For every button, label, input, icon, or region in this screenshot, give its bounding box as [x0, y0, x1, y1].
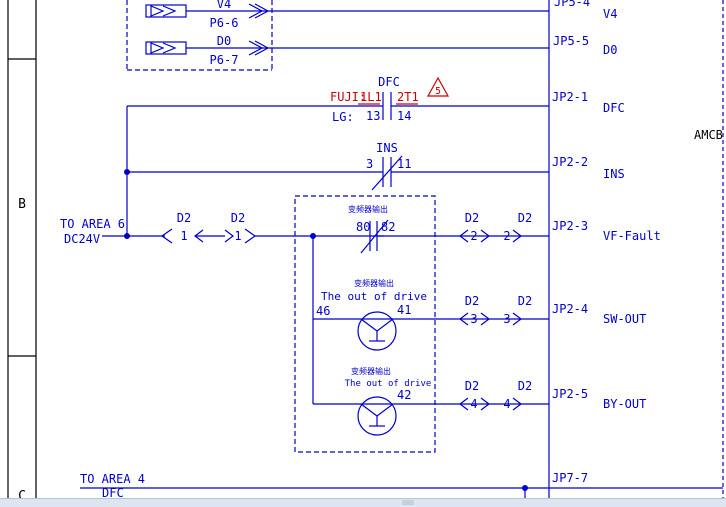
jp5-5-label: JP5-5	[553, 34, 589, 48]
area6-line2: DC24V	[64, 232, 100, 246]
jp5-4-label: JP5-4	[554, 0, 590, 9]
by-out-output: BY-OUT	[603, 397, 646, 411]
area4-line2: DFC	[102, 486, 124, 498]
horizontal-scrollbar[interactable]	[0, 498, 726, 507]
sw-right: 41	[397, 303, 411, 317]
area6-line1: TO AREA 6	[60, 217, 125, 231]
zone-row-c: C	[18, 489, 26, 498]
out1-right-connector: D2	[518, 211, 532, 225]
revision-triangle-icon: 5	[426, 76, 450, 97]
d2-pin-right: 1	[234, 229, 241, 243]
dfc-left-fuji: 1L1	[360, 90, 382, 104]
out1-left-connector: D2	[465, 211, 479, 225]
output-row-by-out: D2 4 D2 4 JP2-5 BY-OUT	[459, 379, 646, 411]
out1-left-pin: 2	[470, 229, 477, 243]
transistor-icon	[357, 396, 397, 436]
jp2-5-label: JP2-5	[552, 387, 588, 401]
transistor-icon	[357, 311, 397, 351]
out2-left-pin: 3	[470, 312, 477, 326]
by-chinese-title: 变频器输出	[351, 366, 391, 376]
by-right: 42	[397, 388, 411, 402]
amcb-label: AMCB	[694, 128, 723, 142]
out3-right-pin: 4	[503, 397, 510, 411]
sw-chinese-title: 变频器输出	[354, 278, 394, 288]
v4-signal: V4	[217, 0, 231, 11]
drawing-frame: B C AMCB	[7, 0, 723, 498]
area4-row: TO AREA 4 DFC JP7-7	[80, 471, 723, 498]
dfc-right-lg: 14	[397, 109, 411, 123]
vf-fault-output: VF-Fault	[603, 229, 661, 243]
by-english-sub: The out of drive	[345, 379, 432, 389]
jp2-4-label: JP2-4	[552, 302, 588, 316]
out3-right-connector: D2	[518, 379, 532, 393]
junction-dot	[310, 233, 316, 239]
dfc-output: DFC	[603, 101, 625, 115]
dfc-left-lg: 13	[366, 109, 380, 123]
ins-contact-row: INS 3 11 JP2-2 INS	[127, 141, 625, 191]
d2-connector-left: D2	[177, 211, 191, 225]
d0-output: D0	[603, 43, 617, 57]
fault-right: 82	[381, 220, 395, 234]
fault-chinese-title: 变频器输出	[348, 204, 388, 214]
output-row-sw-out: D2 3 D2 3 JP2-4 SW-OUT	[459, 294, 646, 326]
out2-right-pin: 3	[503, 312, 510, 326]
scrollbar-thumb[interactable]	[402, 500, 414, 505]
ins-left: 3	[366, 157, 373, 171]
v4-output: V4	[603, 7, 617, 21]
d2-connector-right: D2	[231, 211, 245, 225]
zone-row-b: B	[18, 197, 26, 212]
top-row-v4: V4 P6-6 JP5-4 V4	[126, 0, 617, 71]
sw-english-sub: The out of drive	[321, 290, 427, 303]
jp2-3-label: JP2-3	[552, 219, 588, 233]
top-row-d0: D0 P6-7 JP5-5 D0	[145, 34, 617, 67]
fuji-label: FUJI:	[330, 90, 366, 104]
ins-title: INS	[376, 141, 398, 155]
area4-line1: TO AREA 4	[80, 472, 145, 486]
out2-left-connector: D2	[465, 294, 479, 308]
junction-dot	[124, 233, 130, 239]
out2-right-connector: D2	[518, 294, 532, 308]
inverter-box	[294, 195, 436, 453]
out3-left-connector: D2	[465, 379, 479, 393]
dfc-title: DFC	[378, 75, 400, 89]
sw-left: 46	[316, 304, 330, 318]
by-out-transistor: 变频器输出 The out of drive 42	[345, 366, 549, 436]
svg-text:5: 5	[435, 86, 441, 97]
junction-dot	[124, 169, 130, 175]
ins-right: 11	[397, 157, 411, 171]
output-row-vf-fault: D2 2 D2 2 JP2-3 VF-Fault	[459, 211, 661, 243]
sw-out-transistor: 变频器输出 The out of drive 46 41	[316, 278, 549, 351]
out3-left-pin: 4	[470, 397, 477, 411]
area6-input: TO AREA 6 DC24V D2 1 D2 1	[60, 211, 384, 246]
out1-right-pin: 2	[503, 229, 510, 243]
jp7-7-label: JP7-7	[552, 471, 588, 485]
d2-pin-left: 1	[180, 229, 187, 243]
ins-output: INS	[603, 167, 625, 181]
fault-left: 80	[356, 220, 370, 234]
jp2-2-label: JP2-2	[552, 155, 588, 169]
d0-signal: D0	[217, 34, 231, 48]
p6-6-label: P6-6	[210, 16, 239, 30]
lg-label: LG:	[332, 110, 354, 124]
dfc-contact-row: DFC FUJI: 1L1 2T1 LG: 13 14 5 JP2-1 DFC	[127, 75, 625, 124]
jp2-1-label: JP2-1	[552, 90, 588, 104]
p6-7-label: P6-7	[210, 53, 239, 67]
sw-out-output: SW-OUT	[603, 312, 646, 326]
dfc-right-fuji: 2T1	[397, 90, 419, 104]
